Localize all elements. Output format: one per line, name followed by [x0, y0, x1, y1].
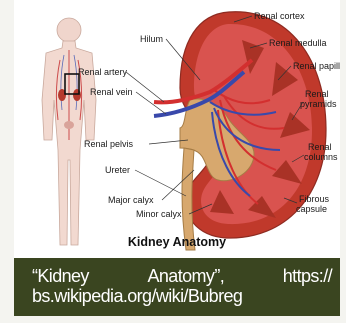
label-renal-pelvis: Renal pelvis — [84, 139, 134, 149]
caption-text: “Kidney Anatomy”, https:// bs.wikipedia.… — [32, 266, 332, 306]
human-body-silhouette — [42, 18, 96, 245]
caption-word-kidney: “Kidney — [32, 266, 89, 286]
caption-line-2: bs.wikipedia.org/wiki/Bubreg — [32, 286, 332, 306]
caption-word-https: https:// — [283, 266, 332, 286]
label-renal-artery: Renal artery — [78, 67, 128, 77]
label-ureter: Ureter — [105, 165, 130, 175]
caption-line-1: “Kidney Anatomy”, https:// — [32, 266, 332, 286]
label-renal-vein: Renal vein — [90, 87, 133, 97]
label-renal-pyramids: Renal — [305, 89, 329, 99]
label-major-calyx: Major calyx — [108, 195, 154, 205]
label-minor-calyx: Minor calyx — [136, 209, 182, 219]
label-renal-papilla: Renal papilla — [293, 61, 340, 71]
label-renal-cortex: Renal cortex — [254, 11, 305, 21]
caption-banner: “Kidney Anatomy”, https:// bs.wikipedia.… — [14, 258, 340, 316]
label-hilum: Hilum — [140, 34, 163, 44]
caption-word-anatomy: Anatomy”, — [147, 266, 224, 286]
label-fibrous-capsule-line2: capsule — [296, 204, 327, 214]
kidney-anatomy-diagram: Renal cortex Hilum Renal medulla Renal a… — [14, 0, 340, 258]
label-renal-medulla: Renal medulla — [269, 38, 327, 48]
label-renal-pyramids-line2: pyramids — [300, 99, 337, 109]
label-renal-columns: Renal — [308, 142, 332, 152]
kidney-anatomy-figure: Renal cortex Hilum Renal medulla Renal a… — [14, 0, 340, 258]
label-renal-columns-line2: columns — [304, 152, 338, 162]
figure-title: Kidney Anatomy — [128, 235, 226, 249]
label-fibrous-capsule: Fibrous — [299, 194, 330, 204]
